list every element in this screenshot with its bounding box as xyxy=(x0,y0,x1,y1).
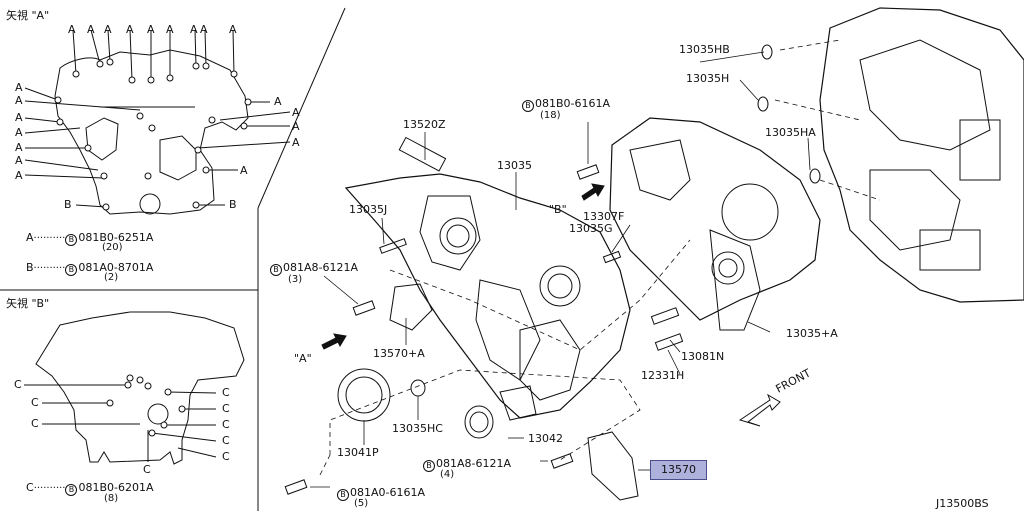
view-a-letter: A xyxy=(15,111,23,124)
view-a-letter: A xyxy=(15,126,23,139)
view-a-letter: B xyxy=(229,198,237,211)
qty-label: (5) xyxy=(354,498,369,509)
part-callout-13035[interactable]: 13035 xyxy=(497,159,532,172)
part-callout-13081n[interactable]: 13081N xyxy=(681,350,725,363)
bolt-symbol-icon: B xyxy=(65,234,78,246)
bolt-symbol-icon: B xyxy=(522,100,534,112)
part-callout-13035g[interactable]: 13035G xyxy=(569,222,613,235)
diagram-id: J13500BS xyxy=(936,497,989,510)
view-a-letter: A xyxy=(87,23,95,36)
view-a-letter: A xyxy=(104,23,112,36)
qty-label: (3) xyxy=(288,274,303,285)
part-callout-13035j[interactable]: 13035J xyxy=(349,203,388,216)
legend-key: A xyxy=(26,231,34,244)
bolt-symbol-icon: B xyxy=(65,484,78,496)
view-a-letter: A xyxy=(166,23,174,36)
view-a-letter: A xyxy=(147,23,155,36)
part-callout-13570-a[interactable]: 13570+A xyxy=(373,347,425,360)
legend-key: C xyxy=(26,481,34,494)
view-b-arrow-label: "B" xyxy=(549,203,567,216)
part-callout-13520z[interactable]: 13520Z xyxy=(403,118,446,131)
legend-part: 081B0-6251A xyxy=(78,231,154,244)
view-a-letter: A xyxy=(200,23,208,36)
view-a-title: 矢視 "A" xyxy=(6,9,50,22)
bolt-symbol-icon: B xyxy=(337,489,349,501)
view-b-letter: C xyxy=(31,417,39,430)
view-b-letter: C xyxy=(222,450,230,463)
part-callout-13035h[interactable]: 13035H xyxy=(686,72,730,85)
view-b-letter: C xyxy=(14,378,22,391)
part-callout-13035-a[interactable]: 13035+A xyxy=(786,327,838,340)
part-callout-13042[interactable]: 13042 xyxy=(528,432,563,445)
view-b-letter: C xyxy=(222,418,230,431)
view-a-letter: A xyxy=(68,23,76,36)
view-b-letter: C xyxy=(222,434,230,447)
view-a-letter: B xyxy=(64,198,72,211)
view-a-letter: A xyxy=(229,23,237,36)
view-a-letter: A xyxy=(240,164,248,177)
view-b-letter: C xyxy=(143,463,151,476)
view-a-letter: A xyxy=(190,23,198,36)
view-a-letter: A xyxy=(126,23,134,36)
bolt-symbol-icon: B xyxy=(65,264,78,276)
legend-part: 081B0-6201A xyxy=(78,481,154,494)
view-a-letter: A xyxy=(274,95,282,108)
legend-key: B xyxy=(26,261,34,274)
legend-qty: (2) xyxy=(104,272,119,283)
part-callout-13035hb[interactable]: 13035HB xyxy=(679,43,730,56)
part-number: 081B0-6161A xyxy=(535,97,611,110)
view-a-letter: A xyxy=(15,94,23,107)
legend-dots: ·········· xyxy=(33,263,66,274)
part-callout-13035hc[interactable]: 13035HC xyxy=(392,422,443,435)
view-a-letter: A xyxy=(15,141,23,154)
part-number: 081A0-6161A xyxy=(350,486,426,499)
view-a-letter: A xyxy=(292,120,300,133)
legend-qty: (8) xyxy=(104,493,119,504)
view-a-letter: A xyxy=(15,154,23,167)
view-a-letter: A xyxy=(15,169,23,182)
part-callout-12331h[interactable]: 12331H xyxy=(641,369,685,382)
part-callout-13570-highlighted[interactable]: 13570 xyxy=(650,460,707,480)
legend-dots: ·········· xyxy=(33,483,66,494)
qty-label: (18) xyxy=(540,110,561,121)
part-number: 081A8-6121A xyxy=(436,457,512,470)
qty-label: (4) xyxy=(440,469,455,480)
part-callout-13041p[interactable]: 13041P xyxy=(337,446,379,459)
part-callout-13307f[interactable]: 13307F xyxy=(583,210,625,223)
view-b-letter: C xyxy=(31,396,39,409)
legend-dots: ·········· xyxy=(33,233,66,244)
view-b-title: 矢視 "B" xyxy=(6,297,50,310)
part-number: 081A8-6121A xyxy=(283,261,359,274)
view-b-letter: C xyxy=(222,402,230,415)
bolt-symbol-icon: B xyxy=(423,460,435,472)
view-b-letter: C xyxy=(222,386,230,399)
bolt-symbol-icon: B xyxy=(270,264,282,276)
view-a-arrow-label: "A" xyxy=(294,352,312,365)
view-a-letter: A xyxy=(292,106,300,119)
view-a-letter: A xyxy=(15,81,23,94)
legend-qty: (20) xyxy=(102,242,123,253)
part-callout-13035ha[interactable]: 13035HA xyxy=(765,126,816,139)
view-a-letter: A xyxy=(292,136,300,149)
legend-part: 081A0-8701A xyxy=(78,261,154,274)
